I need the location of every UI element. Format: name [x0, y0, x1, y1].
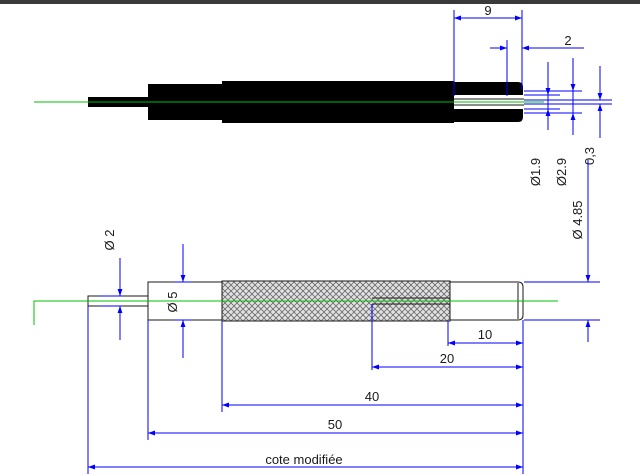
- dim-side-dia-2-text: Ø 2: [102, 230, 117, 251]
- dim-side-overall: cote modifiée: [88, 452, 523, 470]
- dim-side-dia-5: Ø 5: [165, 244, 192, 358]
- top-view: 9 2 Ø1.9: [34, 3, 612, 186]
- dim-side-50-text: 50: [328, 417, 342, 432]
- dim-dia-4-85: Ø 4.85: [524, 160, 600, 342]
- dim-side-50: 50: [148, 417, 523, 436]
- dim-top-2: 2: [490, 33, 584, 96]
- dim-side-40: 40: [222, 389, 523, 408]
- dim-top-2-text: 2: [564, 33, 571, 48]
- side-view-axis: [33, 300, 558, 325]
- dim-side-20: 20: [372, 351, 523, 370]
- window-top-band: [0, 0, 640, 4]
- dim-top-9-text: 9: [484, 3, 491, 18]
- dim-side-dia-2: Ø 2: [100, 230, 123, 340]
- dim-dia-4-85-text: Ø 4.85: [570, 200, 585, 239]
- dim-top-0-3-text: 0,3: [582, 147, 597, 165]
- dim-top-dia-1-9: Ø1.9: [528, 62, 551, 186]
- side-view-extension-lines: [87, 304, 524, 474]
- dim-side-20-text: 20: [440, 351, 454, 366]
- dim-top-0-3: 0,3: [582, 66, 603, 165]
- dim-top-dia-2-9: Ø2.9: [554, 58, 576, 186]
- dim-side-overall-text: cote modifiée: [265, 452, 342, 467]
- side-view: Ø 4.85 Ø 2 Ø 5: [33, 160, 600, 474]
- dim-top-dia-2-9-text: Ø2.9: [554, 158, 569, 186]
- dim-top-dia-1-9-text: Ø1.9: [528, 158, 543, 186]
- dim-side-10: 10: [448, 327, 523, 346]
- dim-side-10-text: 10: [478, 327, 492, 342]
- dim-side-40-text: 40: [365, 389, 379, 404]
- dim-side-dia-5-text: Ø 5: [165, 292, 180, 313]
